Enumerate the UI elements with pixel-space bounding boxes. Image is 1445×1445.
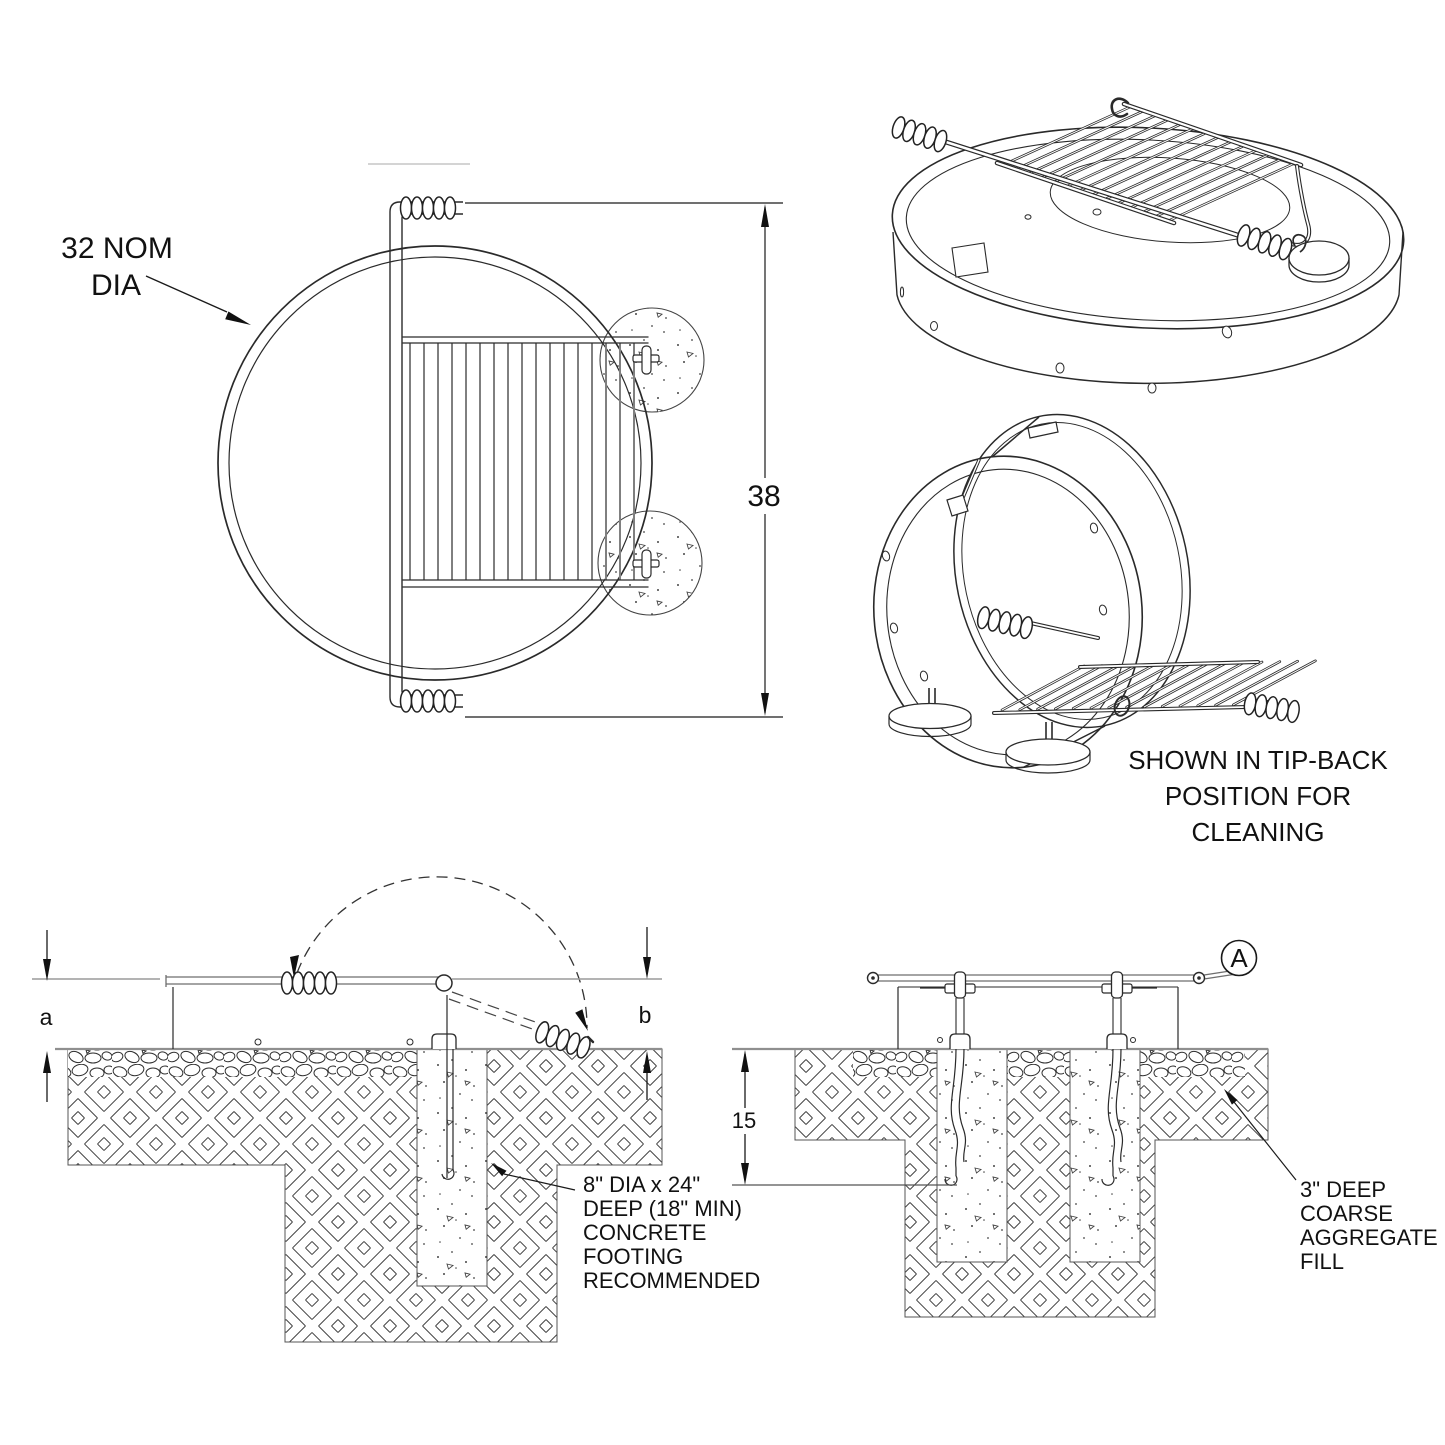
fire-ring-circle [217,245,653,681]
ring-door-plate [951,242,989,278]
dimension-b-label: b [639,1002,652,1028]
dimension-b [452,927,662,1100]
soil-hatch-left-section [67,1048,663,1343]
grip-coil-iso-right [1234,222,1295,262]
interior-grate-handle [974,605,1100,641]
aggregate-note-line3: AGGREGATE [1300,1225,1438,1250]
dim-arrow-up [761,204,769,227]
section-view-flip: a b 8" DIA x 24" DEEP (18" MIN) CONCRETE… [32,876,760,1343]
anchor-rod-left-section [431,1033,457,1180]
footing-note-line2: DEEP (18" MIN) [583,1196,742,1221]
ring-rim-inner [905,138,1391,322]
anchor-pin-assembly-2 [1101,971,1157,1186]
grip-coil-bottom [399,689,457,713]
diameter-label-line1: 32 NOM [61,232,173,265]
disc-anchor-iso [1288,233,1350,283]
top-view-plan: 32 NOM DIA 38 [61,163,783,718]
ring-wall-bottom-edge [896,294,1400,385]
dimension-a [32,930,160,1102]
ring-back-rim [953,413,1191,729]
ring-vent-holes [899,208,1233,394]
aggregate-note-line2: COARSE [1300,1201,1393,1226]
grate-hinge [435,974,453,992]
grip-coil-section [280,971,338,995]
fire-ring-section [172,987,448,1049]
tip-back-view: SHOWN IN TIP-BACK POSITION FOR CLEANING [872,413,1388,847]
height-dimension-text: 38 [747,480,780,513]
footing-note-line1: 8" DIA x 24" [583,1172,700,1197]
disc-anchor-right [1005,722,1091,774]
ring-holes-tipback [881,522,1108,682]
grill-grate-plan [389,196,660,713]
footing-note-leader [491,1163,576,1191]
grip-coil-top [399,196,457,220]
flip-arc-arrow-left [290,955,299,978]
grip-coil-tipback [1242,691,1302,725]
dimension-a-label: a [40,1004,53,1030]
ring-rim-outer [891,126,1405,330]
hinge-strap [946,421,1059,517]
ring-front-rim [872,455,1144,769]
dimension-15 [732,1050,957,1186]
flip-arc-arrow-right [575,1009,588,1031]
bail-loop [1113,695,1131,717]
footing-note-line4: FOOTING [583,1244,683,1269]
section-view-anchor: A 15 3" DEEP COARSE AGGREGATE FILL [732,939,1438,1318]
flip-motion-arc [296,876,588,1029]
anchor-pin-bottom [632,549,660,579]
grate-solid-position [165,971,453,995]
isometric-assembled-view [889,97,1405,394]
grate-bar-edge-on [878,968,1244,982]
grill-grate-iso [889,97,1311,262]
tipback-caption-line2: POSITION FOR [1165,781,1351,811]
detail-marker-circle [1220,939,1258,977]
footing-note-line5: RECOMMENDED [583,1268,760,1293]
dimension-15-text: 15 [732,1108,756,1133]
aggregate-note-leader [1224,1089,1297,1181]
footing-note-line3: CONCRETE [583,1220,706,1245]
detail-marker-letter: A [1230,943,1248,973]
aggregate-bands-right [853,1050,1245,1077]
diameter-leader [145,275,251,325]
anchor-pin-top [632,345,660,375]
grate-flipped-position [448,991,595,1061]
aggregate-note-line1: 3" DEEP [1300,1177,1386,1202]
grip-coil-iso-left [889,114,950,154]
dim-arrow-down [761,693,769,716]
diameter-label-line2: DIA [91,269,141,302]
aggregate-note-line4: FILL [1300,1249,1344,1274]
height-dimension [465,202,783,718]
tipback-caption-line1: SHOWN IN TIP-BACK [1128,745,1388,775]
disc-anchor-left [888,688,972,738]
tipback-caption-line3: CLEANING [1192,817,1325,847]
anchor-pin-assembly-1 [920,971,976,1186]
bail-corner-loop [1289,164,1311,247]
grill-grate-tipback [992,659,1317,725]
soil-hatch-right-section [794,1048,1269,1318]
